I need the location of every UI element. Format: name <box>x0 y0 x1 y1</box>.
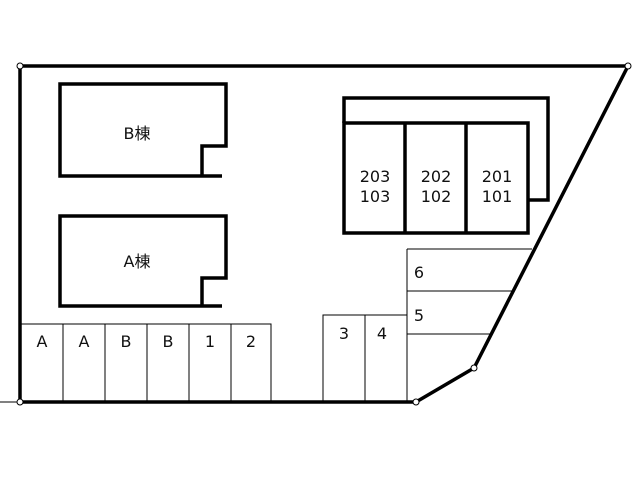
boundary-marker <box>16 398 24 406</box>
unit-upper-number: 202 <box>421 167 452 186</box>
unit-lower-number: 101 <box>482 187 513 206</box>
property-boundary <box>18 64 631 404</box>
parking-space-label: 5 <box>414 306 424 325</box>
parking-space-label: 3 <box>339 324 349 343</box>
parking-space-label: A <box>37 332 48 351</box>
apartment-building: 203 103 202 102 201 101 <box>342 96 550 235</box>
parking-space-label: B <box>121 332 132 351</box>
boundary-marker <box>470 364 478 372</box>
building-b-label: B棟 <box>124 124 151 143</box>
unit-upper-number: 203 <box>360 167 391 186</box>
unit-202-102: 202 102 <box>421 167 452 206</box>
parking-space-label: 2 <box>246 332 256 351</box>
parking-space-label: 6 <box>414 263 424 282</box>
unit-203-103: 203 103 <box>360 167 391 206</box>
parking-middle: 3 4 <box>322 314 407 402</box>
unit-upper-number: 201 <box>482 167 513 186</box>
boundary-marker <box>16 62 24 70</box>
boundary-marker <box>412 398 420 406</box>
unit-lower-number: 102 <box>421 187 452 206</box>
parking-space-label: 1 <box>205 332 215 351</box>
building-a: A棟 <box>58 214 228 308</box>
unit-lower-number: 103 <box>360 187 391 206</box>
parking-right: 6 5 <box>406 248 532 402</box>
parking-bottom-row: A A B B 1 2 <box>20 323 272 402</box>
parking-space-label: B <box>163 332 174 351</box>
building-b: B棟 <box>58 82 228 178</box>
unit-201-101: 201 101 <box>482 167 513 206</box>
boundary-marker <box>624 62 632 70</box>
parking-space-label: A <box>79 332 90 351</box>
parking-space-label: 4 <box>377 324 387 343</box>
building-a-label: A棟 <box>124 252 151 271</box>
